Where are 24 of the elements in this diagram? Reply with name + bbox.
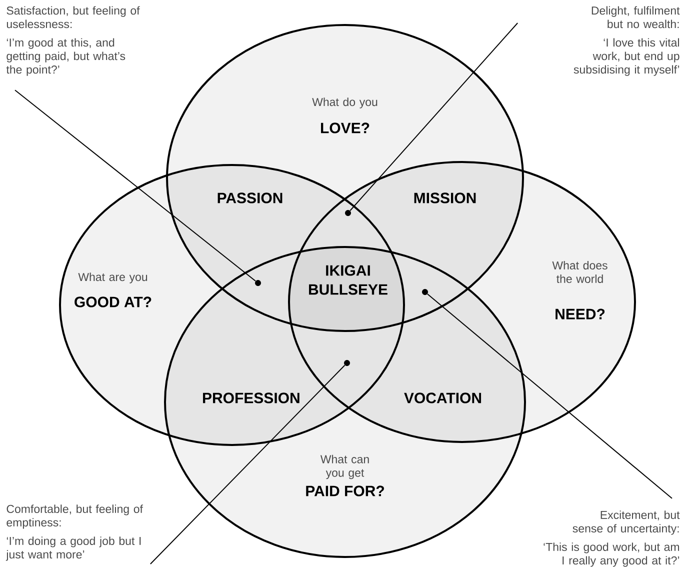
question-text: What does the world (552, 261, 608, 283)
region-label: VOCATION (404, 392, 482, 404)
question-text: What are you (78, 272, 148, 284)
question-heading: NEED? (556, 308, 605, 320)
question-text: What can you get (320, 454, 369, 480)
venn-circle (166, 24, 524, 332)
question-heading: GOOD AT? (74, 296, 152, 308)
quote-text: Delight, fulfilment but no wealth: ‘I love this vital work, but end up subsidising it myself’ (574, 6, 680, 76)
leader-line (150, 364, 346, 564)
quote-text: Satisfaction, but feeling of uselessness: ‘I’m good at this, and getting paid, but what’s the point?’ (6, 6, 140, 76)
region-label: MISSION (414, 192, 476, 204)
question-text: What do you (312, 98, 378, 108)
leader-line (350, 22, 518, 212)
quote-text: Comfortable, but feeling of emptiness: ‘I’m doing a good job but I just want more’ (6, 504, 143, 561)
question-heading: LOVE? (321, 122, 370, 134)
region-label: IKIGAI BULLSEYE (309, 265, 388, 295)
region-label: PASSION (218, 192, 282, 204)
question-heading: PAID FOR? (306, 486, 384, 496)
venn-circle (164, 246, 526, 558)
leader-line (426, 294, 672, 499)
leader-line (14, 90, 256, 282)
region-label: PROFESSION (203, 392, 300, 404)
quote-text: Excitement, but sense of uncertainty: ‘This is good work, but am I really any good at it?’ (544, 510, 680, 567)
venn-circle (59, 164, 405, 446)
